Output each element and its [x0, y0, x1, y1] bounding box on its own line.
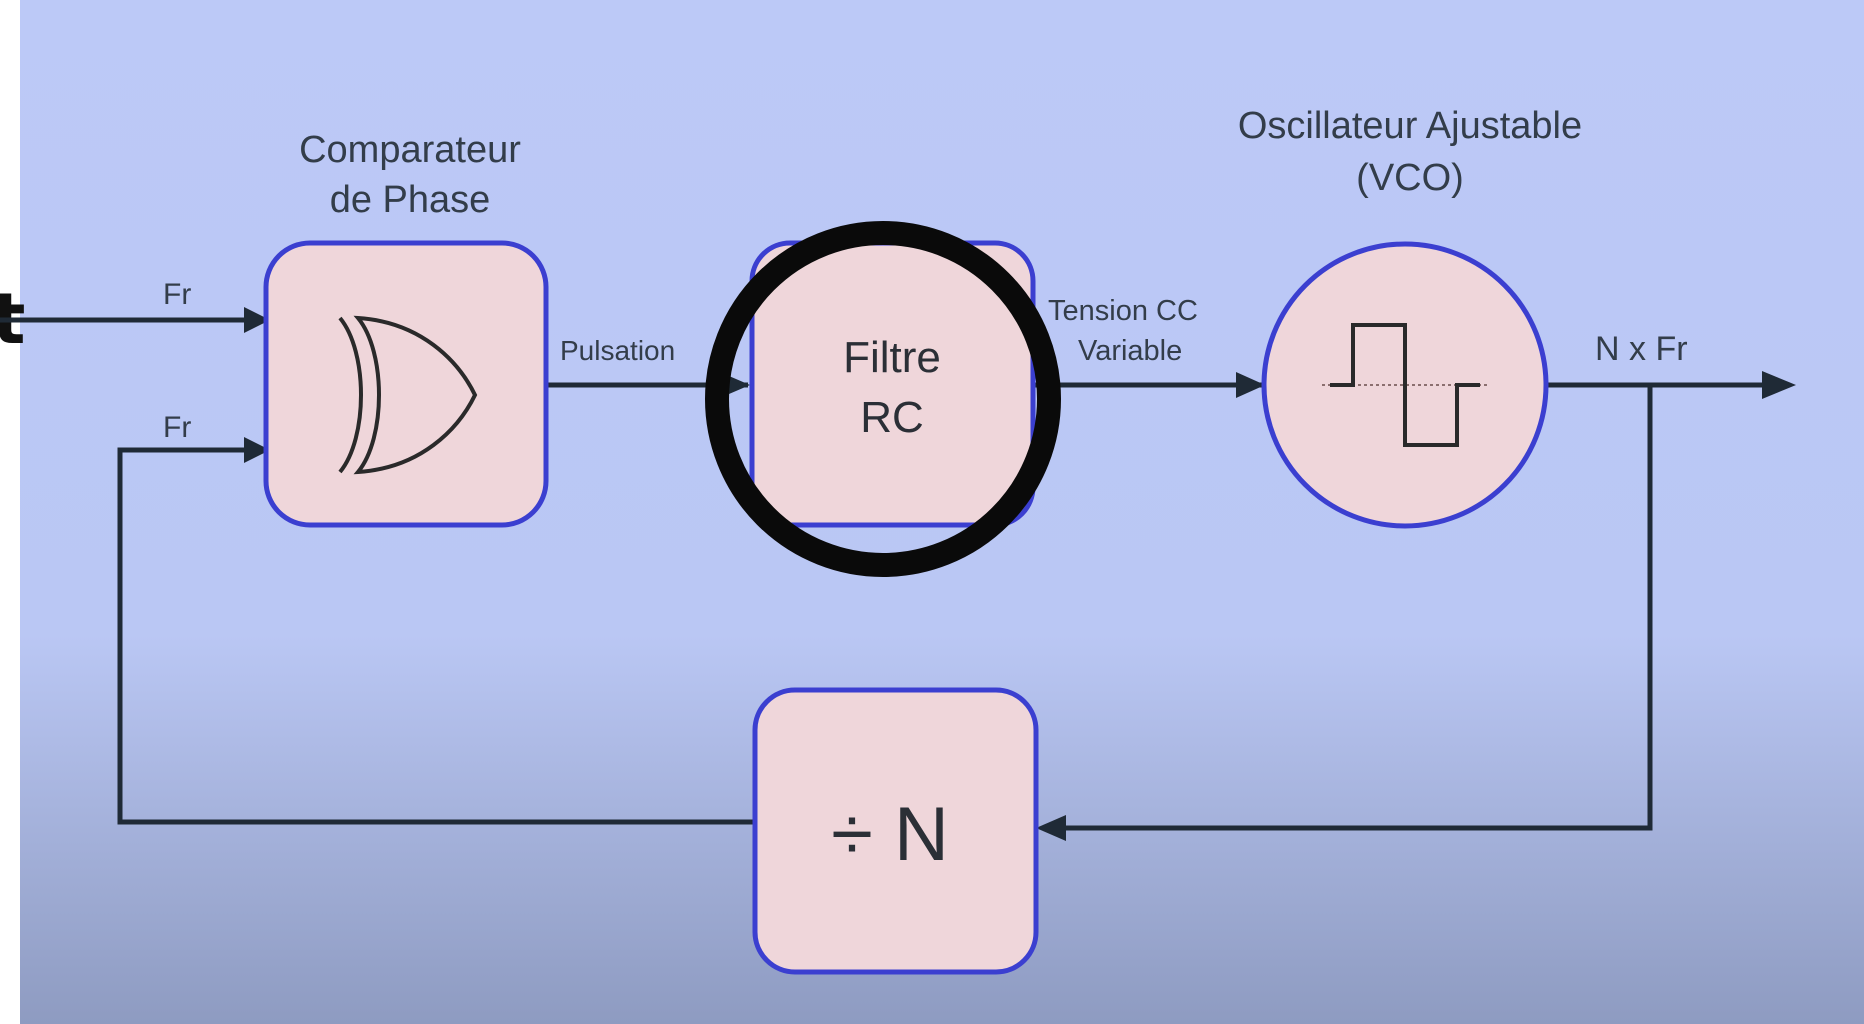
comparator-title-line1: Comparateur [299, 129, 521, 171]
input-bottom-arrow [244, 437, 270, 463]
vco-title-line1: Oscillateur Ajustable [1238, 105, 1582, 147]
feedback-wire [117, 447, 755, 825]
wires [0, 307, 1796, 841]
signal-input-bottom: Fr [163, 411, 191, 444]
signal-input-top: Fr [163, 278, 191, 311]
signal-tension-line2: Variable [1078, 335, 1182, 367]
highlight-ring [705, 221, 1061, 577]
signal-output: N x Fr [1595, 330, 1688, 368]
left-edge-strip [0, 0, 20, 1024]
filter-label-line1: Filtre [843, 333, 941, 382]
input-top-arrow [244, 307, 270, 333]
comparator-title-line2: de Phase [330, 179, 491, 221]
output-arrow [1762, 371, 1796, 399]
filter-label-line2: RC [860, 393, 924, 442]
signal-tension-line1: Tension CC [1048, 295, 1198, 327]
divider-input-arrow [1036, 815, 1066, 841]
xor-gate-icon [338, 315, 478, 475]
signal-pulsation: Pulsation [560, 335, 675, 366]
divider-label: ÷ N [831, 792, 949, 877]
divider-block [752, 687, 1039, 975]
comparator-block [263, 240, 549, 528]
output-tap-wire [1046, 385, 1653, 831]
vco-title-line2: (VCO) [1356, 157, 1464, 199]
tension-arrow [1236, 372, 1265, 398]
square-wave-icon [1330, 323, 1480, 447]
